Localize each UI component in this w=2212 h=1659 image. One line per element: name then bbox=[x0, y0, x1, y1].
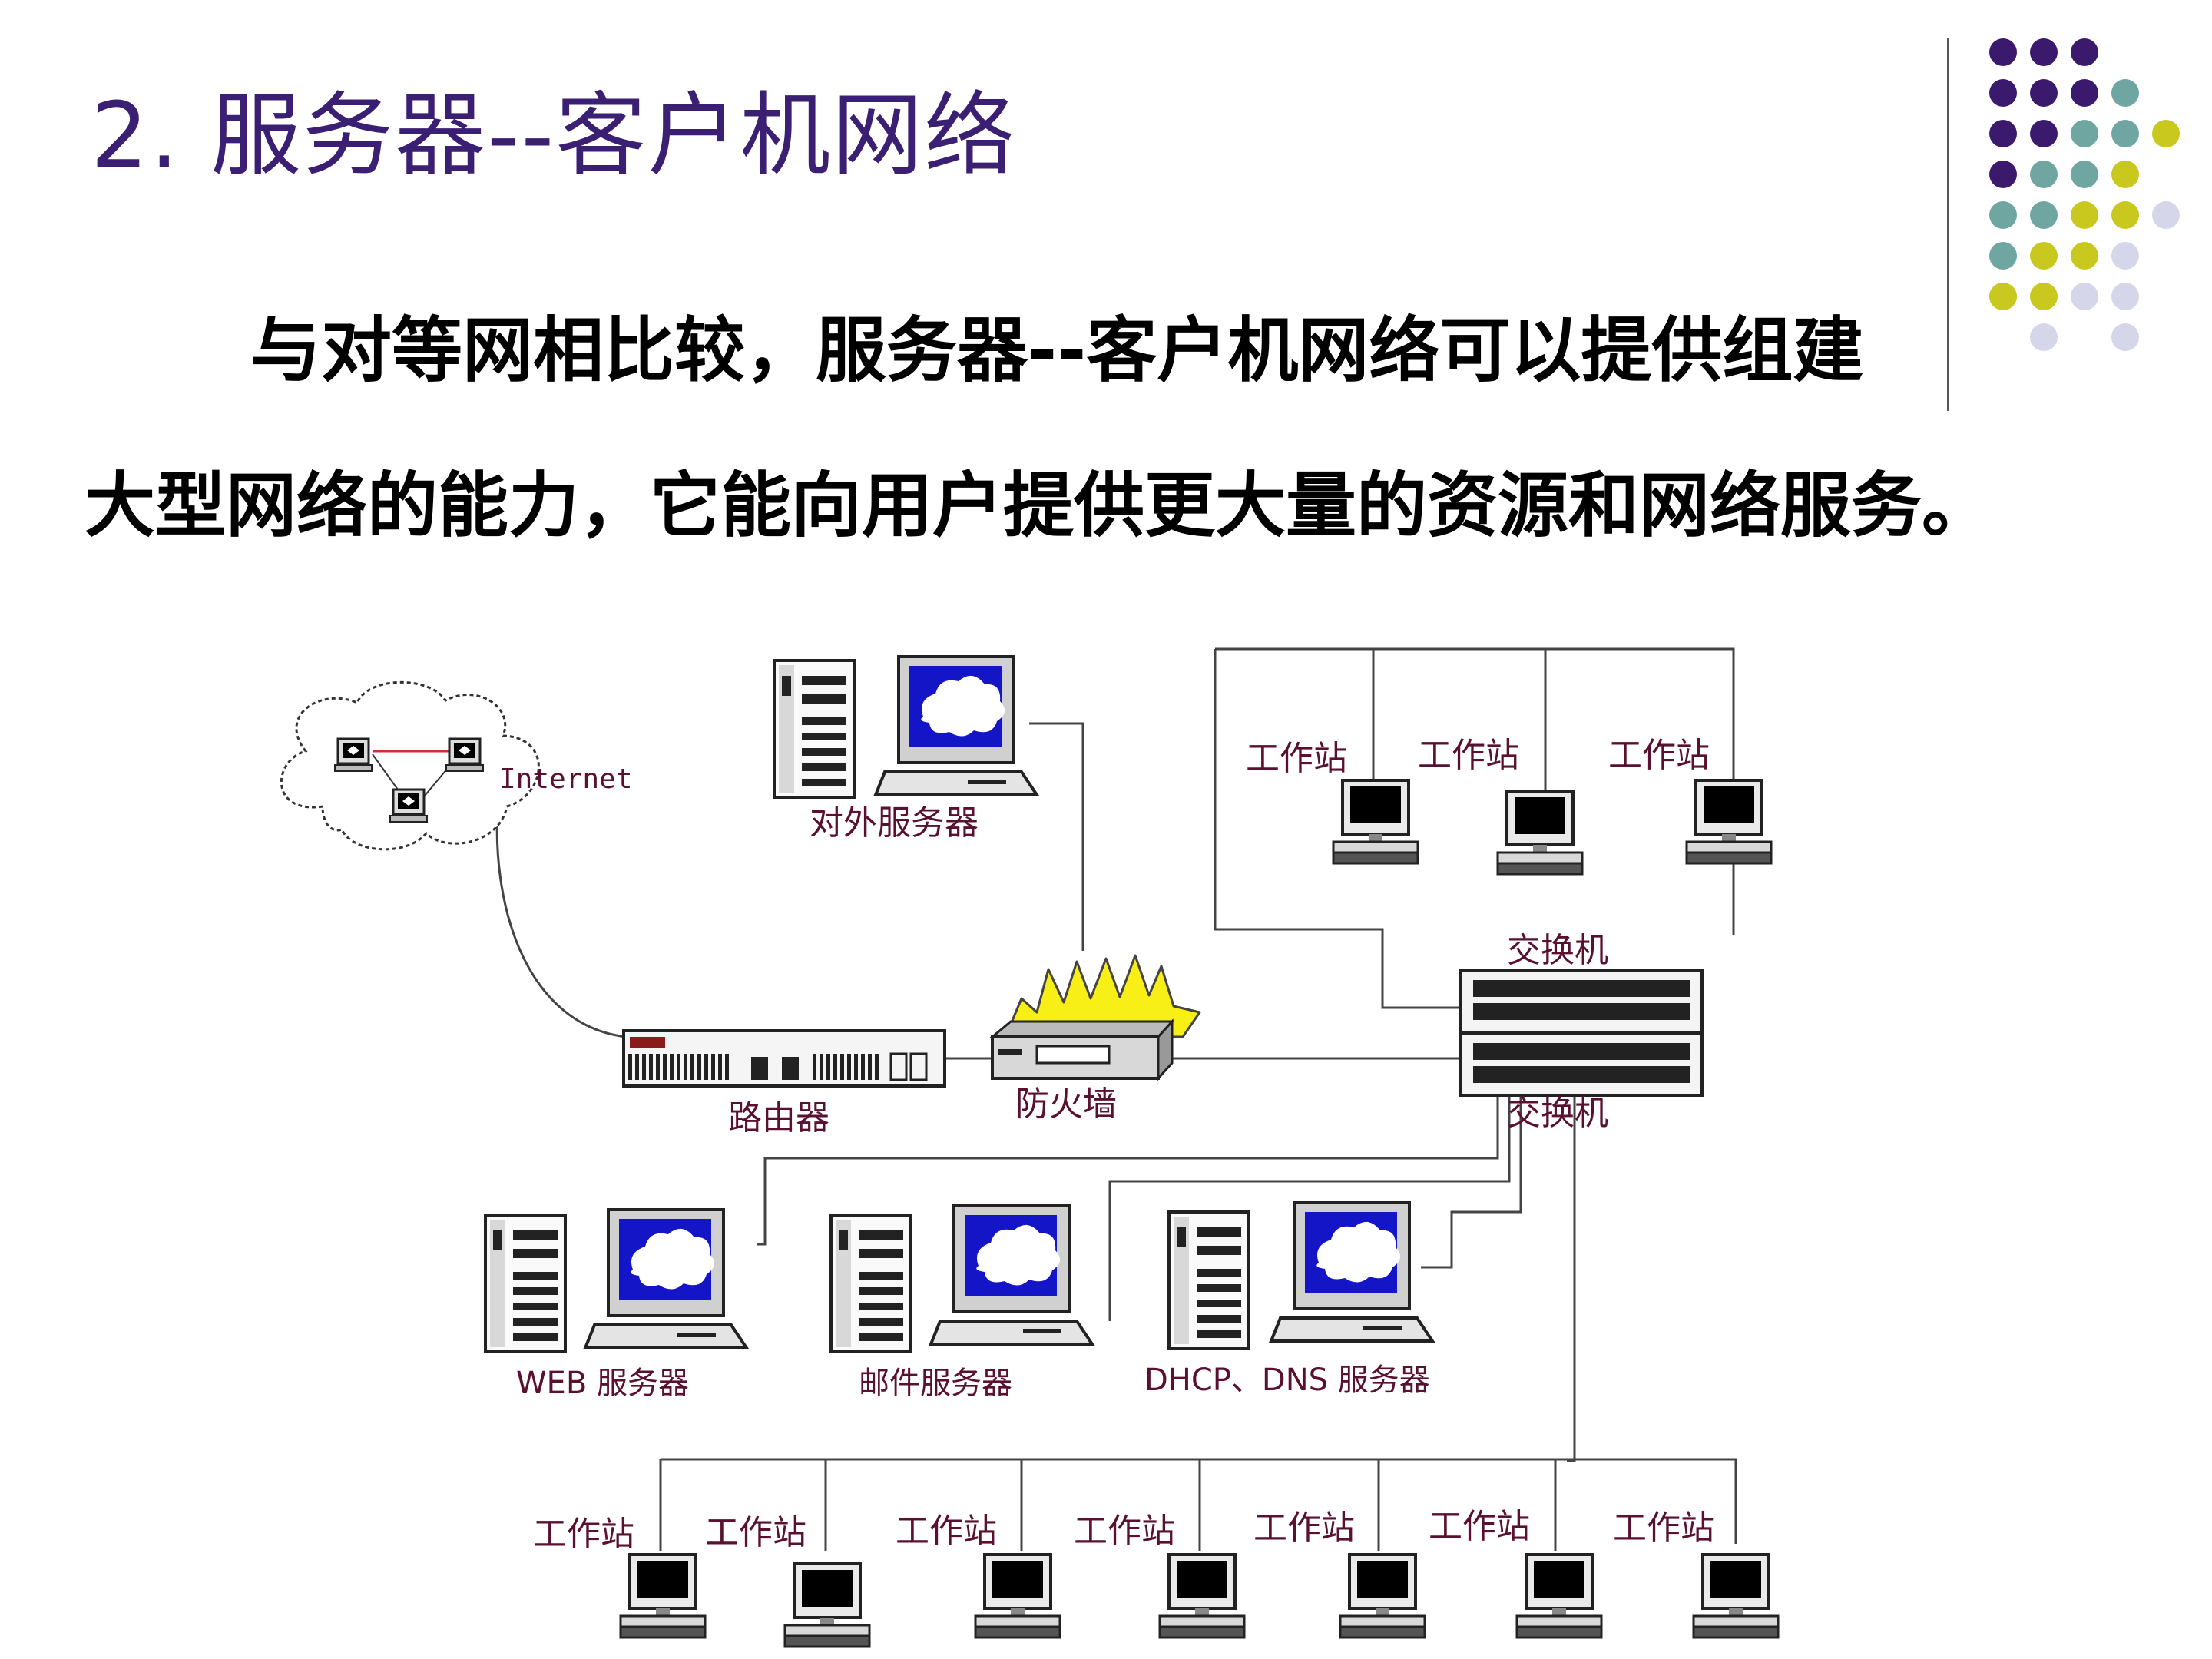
decor-dot bbox=[2071, 161, 2098, 188]
decor-dot bbox=[2071, 79, 2098, 107]
workstation-icon bbox=[1332, 779, 1419, 865]
workstation-icon bbox=[783, 1562, 871, 1648]
workstation-icon bbox=[619, 1553, 707, 1639]
web-server-tower-icon bbox=[484, 1214, 567, 1353]
decor-dot bbox=[1989, 283, 2017, 310]
mail-server-tower-icon bbox=[830, 1214, 912, 1353]
paragraph-line-2: 大型网络的能力，它能向用户提供更大量的资源和网络服务。 bbox=[84, 465, 1993, 547]
router-label: 路由器 bbox=[728, 1098, 830, 1137]
decor-dot bbox=[2071, 283, 2098, 310]
workstation-icon bbox=[1339, 1553, 1426, 1639]
decor-dot bbox=[2071, 242, 2098, 270]
dhcp-dns-server: DHCP、DNS 服务器 bbox=[1144, 1201, 1434, 1398]
decor-dot bbox=[2152, 201, 2180, 229]
web-server: WEB 服务器 bbox=[484, 1208, 748, 1401]
web-server-monitor-icon bbox=[584, 1208, 748, 1349]
bottom-workstation-label-3: 工作站 bbox=[896, 1512, 997, 1551]
decor-dot bbox=[1989, 242, 2017, 270]
decor-dot bbox=[2030, 38, 2058, 66]
mail-server: 邮件服务器 bbox=[830, 1204, 1094, 1401]
top-workstation-label-3: 工作站 bbox=[1608, 736, 1710, 775]
web-server-label: WEB 服务器 bbox=[516, 1366, 689, 1401]
dhcp-dns-server-label: DHCP、DNS 服务器 bbox=[1144, 1363, 1430, 1398]
workstation-icon bbox=[1685, 779, 1773, 865]
bottom-workstation-label-1: 工作站 bbox=[533, 1515, 634, 1554]
bottom-workstation-label-6: 工作站 bbox=[1429, 1507, 1530, 1546]
decor-dot bbox=[2152, 120, 2180, 147]
decor-dot bbox=[2030, 323, 2058, 351]
slide-title: 2. 服务器--客户机网络 bbox=[91, 82, 1017, 188]
decor-dot bbox=[1989, 120, 2017, 147]
internet-label: Internet bbox=[499, 763, 632, 795]
decor-dot bbox=[1989, 161, 2017, 188]
bottom-workstation-label-5: 工作站 bbox=[1253, 1508, 1355, 1548]
server-monitor-icon bbox=[874, 655, 1038, 796]
paragraph-line-1: 与对等网相比较，服务器--客户机网络可以提供组建 bbox=[250, 310, 1864, 392]
decor-dot bbox=[1989, 79, 2017, 107]
mail-server-label: 邮件服务器 bbox=[859, 1366, 1012, 1401]
bottom-workstations: 工作站 工作站 工作站 工作站 工作站 工作站 工作站 bbox=[533, 1507, 1780, 1648]
decor-dot bbox=[2071, 38, 2098, 66]
decor-dot bbox=[2111, 323, 2139, 351]
internet-host-icon-1 bbox=[333, 737, 373, 773]
switch-bottom-label: 交换机 bbox=[1507, 1094, 1608, 1133]
decor-dot bbox=[2111, 242, 2139, 270]
bottom-workstation-label-7: 工作站 bbox=[1613, 1508, 1714, 1548]
decor-dot bbox=[2071, 120, 2098, 147]
decor-dot bbox=[2030, 242, 2058, 270]
decor-dot bbox=[2111, 79, 2139, 107]
top-workstation-label-1: 工作站 bbox=[1246, 739, 1347, 778]
decor-dot bbox=[2111, 283, 2139, 310]
top-workstation-label-2: 工作站 bbox=[1418, 736, 1519, 775]
dhcp-dns-server-monitor-icon bbox=[1270, 1201, 1434, 1343]
decor-dot bbox=[2030, 120, 2058, 147]
workstation-icon bbox=[1515, 1553, 1603, 1639]
external-server: 对外服务器 bbox=[773, 655, 1038, 843]
decor-dot bbox=[2111, 120, 2139, 147]
vertical-divider bbox=[1947, 38, 1949, 411]
workstation-icon bbox=[1692, 1553, 1780, 1639]
switch-top-label: 交换机 bbox=[1507, 931, 1608, 970]
mail-server-monitor-icon bbox=[929, 1204, 1094, 1346]
top-workstations: 工作站 工作站 工作站 bbox=[1246, 736, 1773, 876]
bottom-workstation-label-4: 工作站 bbox=[1074, 1512, 1175, 1551]
decorative-dot-grid bbox=[1989, 38, 2180, 351]
decor-dot bbox=[1989, 38, 2017, 66]
external-server-label: 对外服务器 bbox=[810, 803, 979, 843]
decor-dot bbox=[2030, 283, 2058, 310]
firewall-label: 防火墙 bbox=[1015, 1084, 1117, 1124]
decor-dot bbox=[2111, 161, 2139, 188]
switch-stack: 交换机 交换机 bbox=[1459, 931, 1704, 1133]
decor-dot bbox=[1989, 201, 2017, 229]
decor-dot bbox=[2030, 201, 2058, 229]
firewall: 防火墙 bbox=[988, 954, 1201, 1124]
decor-dot bbox=[2071, 201, 2098, 229]
workstation-icon bbox=[974, 1553, 1061, 1639]
internet-host-icon-3 bbox=[389, 788, 429, 823]
server-tower-icon bbox=[773, 659, 856, 799]
workstation-icon bbox=[1158, 1553, 1246, 1639]
internet-host-icon-2 bbox=[445, 737, 485, 773]
workstation-icon bbox=[1496, 790, 1584, 876]
internet-cloud: Internet bbox=[280, 680, 632, 851]
decor-dot bbox=[2111, 201, 2139, 229]
dhcp-dns-server-tower-icon bbox=[1167, 1210, 1250, 1350]
bottom-workstation-label-2: 工作站 bbox=[705, 1513, 806, 1552]
router: 路由器 bbox=[622, 1029, 946, 1137]
decor-dot bbox=[2030, 79, 2058, 107]
decor-dot bbox=[2030, 161, 2058, 188]
